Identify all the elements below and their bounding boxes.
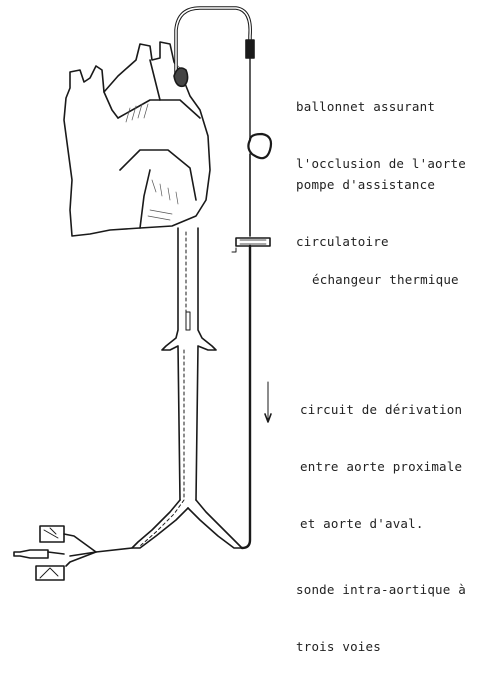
aorta-drawing: [132, 228, 242, 548]
label-bypass-line-2: entre aorte proximale: [300, 457, 462, 476]
balloon-drawing: [174, 68, 188, 86]
label-exchanger: échangeur thermique: [312, 232, 459, 308]
label-exchanger-line-1: échangeur thermique: [312, 270, 459, 289]
bypass-tube-drawing: [176, 8, 271, 548]
label-bypass: circuit de dérivation entre aorte proxim…: [300, 362, 462, 552]
label-pump-line-1: pompe d'assistance: [296, 175, 435, 194]
label-bypass-line-1: circuit de dérivation: [300, 400, 462, 419]
label-balloon-line-1: ballonnet assurant: [296, 97, 466, 116]
label-probe-line-2: trois voies: [296, 637, 466, 656]
label-bypass-line-3: et aorte d'aval.: [300, 514, 462, 533]
label-probe: sonde intra-aortique à trois voies: [296, 542, 466, 675]
catheter-connectors-drawing: [14, 526, 132, 580]
heart-drawing: [64, 42, 210, 236]
